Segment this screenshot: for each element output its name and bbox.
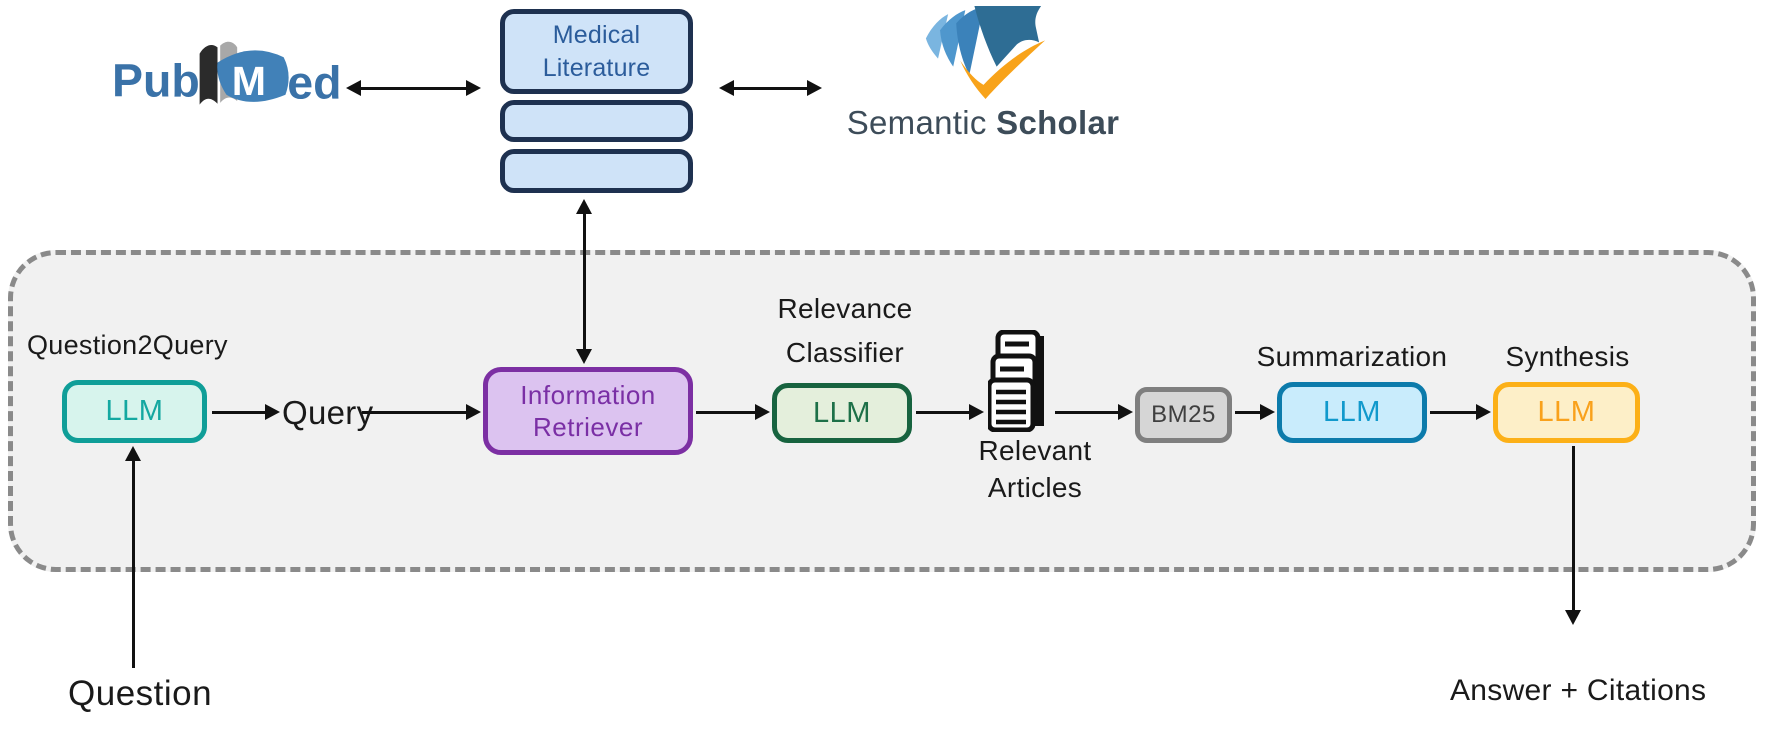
question2query-label: Question2Query (27, 330, 228, 360)
relevance-classifier-label-line2: Classifier (785, 337, 905, 368)
pubmed-text-ed: ed (287, 56, 340, 108)
medical-literature-layer-2 (500, 100, 693, 142)
arrow-bm25-summarization (1235, 404, 1275, 420)
synthesis-label: Synthesis (1505, 341, 1630, 372)
pubmed-book-spine-icon (199, 45, 218, 105)
summarization-llm-box: LLM (1277, 382, 1427, 443)
arrow-classifier-articles (916, 404, 984, 420)
synthesis-llm-label: LLM (1537, 396, 1596, 428)
relevance-classifier-label-line1: Relevance (777, 293, 913, 324)
pubmed-text-m: M (232, 58, 266, 104)
medical-literature-label: Medical Literature (542, 21, 651, 82)
summarization-llm-label: LLM (1323, 396, 1381, 428)
information-retriever-line1: Information (520, 379, 656, 410)
answer-citations-label: Answer + Citations (1450, 674, 1707, 707)
arrow-q2q-query (212, 404, 280, 420)
arrow-question-q2q (125, 446, 141, 668)
arrow-medlit-semanticscholar (719, 80, 822, 96)
query-label: Query (282, 394, 374, 431)
arrow-pubmed-medlit (346, 80, 481, 96)
question-label: Question (68, 674, 213, 713)
pubmed-book-cover-icon (217, 50, 289, 102)
arrow-query-retriever (362, 404, 481, 420)
information-retriever-box: Information Retriever (483, 367, 693, 455)
arrow-medlit-retriever (576, 199, 592, 364)
relevant-articles-label-line1: Relevant (978, 435, 1092, 466)
semantic-scholar-icon (925, 6, 1046, 99)
pubmed-logo: Pub M ed (112, 41, 340, 108)
relevance-classifier-llm-label: LLM (813, 396, 871, 429)
medical-literature-db: Medical Literature (500, 9, 693, 94)
question2query-llm-label: LLM (105, 395, 164, 427)
synthesis-llm-box: LLM (1493, 382, 1640, 443)
arrow-retriever-classifier (696, 404, 770, 420)
arrow-synthesis-answer (1565, 446, 1581, 625)
relevance-classifier-llm-box: LLM (772, 383, 912, 443)
semantic-scholar-word1: Semantic (846, 104, 987, 141)
bm25-box: BM25 (1135, 387, 1232, 443)
pubmed-text-pub: Pub (112, 55, 200, 107)
relevant-articles-icon (988, 330, 1044, 432)
arrow-articles-bm25 (1055, 404, 1133, 420)
semantic-scholar-word2: Scholar (996, 104, 1120, 141)
question2query-llm-box: LLM (62, 380, 207, 443)
relevant-articles-label-line2: Articles (987, 472, 1083, 503)
information-retriever-line2: Retriever (533, 412, 643, 442)
semantic-scholar-logo: Semantic Scholar (828, 4, 1138, 142)
semantic-scholar-text: Semantic Scholar (847, 104, 1120, 142)
medical-literature-layer-3 (500, 149, 693, 193)
bm25-label: BM25 (1151, 401, 1216, 428)
summarization-label: Summarization (1256, 341, 1448, 372)
arrow-summarization-synthesis (1430, 404, 1491, 420)
